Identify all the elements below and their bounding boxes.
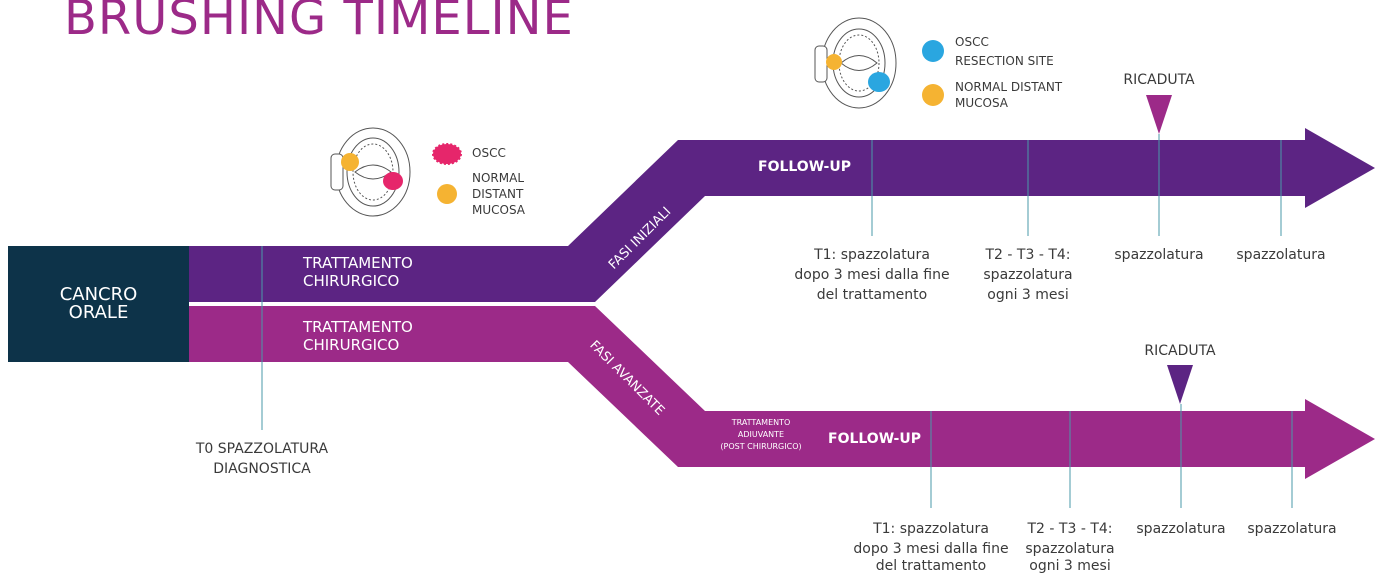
adjuvant-line1: TRATTAMENTO — [731, 418, 791, 427]
advanced-t2-line3: ogni 3 mesi — [1029, 558, 1111, 574]
advanced-relapse-label: RICADUTA — [1144, 343, 1216, 359]
advanced-t1-line3: del trattamento — [875, 558, 987, 574]
legend2-normal-2: MUCOSA — [955, 96, 1009, 110]
early-t2-line1: T2 - T3 - T4: — [985, 247, 1071, 263]
normal-legend-marker-2 — [922, 84, 944, 106]
resection-site-spot — [868, 72, 890, 92]
start-box-line1: CANCRO — [59, 284, 138, 305]
start-box-oral-cancer: CANCRO ORALE — [8, 246, 189, 362]
resection-legend-marker — [922, 40, 944, 62]
advanced-t2-line2: spazzolatura — [1025, 541, 1115, 557]
early-branch-arrow — [189, 128, 1375, 302]
advanced-brush-a: spazzolatura — [1136, 521, 1226, 537]
adjuvant-line3: (POST CHIRURGICO) — [720, 442, 802, 451]
advanced-relapse-marker — [1167, 365, 1193, 404]
early-t1-line1: T1: spazzolatura — [814, 247, 930, 263]
treatment-upper-line1: TRATTAMENTO — [303, 254, 413, 272]
t0-label-line2: DIAGNOSTICA — [213, 461, 311, 477]
legend1-normal-1: NORMAL — [472, 171, 525, 185]
early-t2-line3: ogni 3 mesi — [987, 287, 1069, 303]
advanced-t2-line1: T2 - T3 - T4: — [1027, 521, 1113, 537]
legend2-resection-2: RESECTION SITE — [955, 54, 1054, 68]
legend1-normal-2: DISTANT — [472, 187, 524, 201]
advanced-t1-line1: T1: spazzolatura — [873, 521, 989, 537]
treatment-lower-line1: TRATTAMENTO — [303, 318, 413, 336]
normal-mucosa-dot-1 — [341, 153, 359, 171]
normal-mucosa-dot-2 — [826, 54, 842, 70]
legend2-normal-1: NORMAL DISTANT — [955, 80, 1063, 94]
early-t1-line2: dopo 3 mesi dalla fine — [794, 267, 950, 283]
early-t1-line3: del trattamento — [816, 287, 928, 303]
advanced-brush-b: spazzolatura — [1247, 521, 1337, 537]
mouth-icon — [330, 127, 411, 217]
early-relapse-label: RICADUTA — [1123, 72, 1195, 88]
early-brush-a: spazzolatura — [1114, 247, 1204, 263]
advanced-t1-line2: dopo 3 mesi dalla fine — [853, 541, 1009, 557]
treatment-lower-line2: CHIRURGICO — [303, 336, 400, 354]
t0-label-line1: T0 SPAZZOLATURA — [195, 441, 329, 457]
advanced-branch-arrow — [189, 306, 1375, 479]
oscc-legend-marker — [432, 143, 462, 165]
advanced-follow-up-label: FOLLOW-UP — [828, 431, 921, 447]
early-t2-line2: spazzolatura — [983, 267, 1073, 283]
oscc-spot-1 — [383, 172, 403, 190]
early-follow-up-label: FOLLOW-UP — [758, 159, 851, 175]
treatment-upper-line2: CHIRURGICO — [303, 272, 400, 290]
start-box-line2: ORALE — [68, 302, 129, 323]
normal-legend-marker-1 — [437, 184, 457, 204]
legend2-resection-1: OSCC — [955, 35, 989, 49]
legend1-normal-3: MUCOSA — [472, 203, 526, 217]
early-brush-b: spazzolatura — [1236, 247, 1326, 263]
adjuvant-line2: ADIUVANTE — [737, 430, 785, 439]
page-title: BRUSHING TIMELINE — [64, 0, 574, 46]
legend1-oscc: OSCC — [472, 146, 506, 160]
early-relapse-marker — [1146, 95, 1172, 134]
